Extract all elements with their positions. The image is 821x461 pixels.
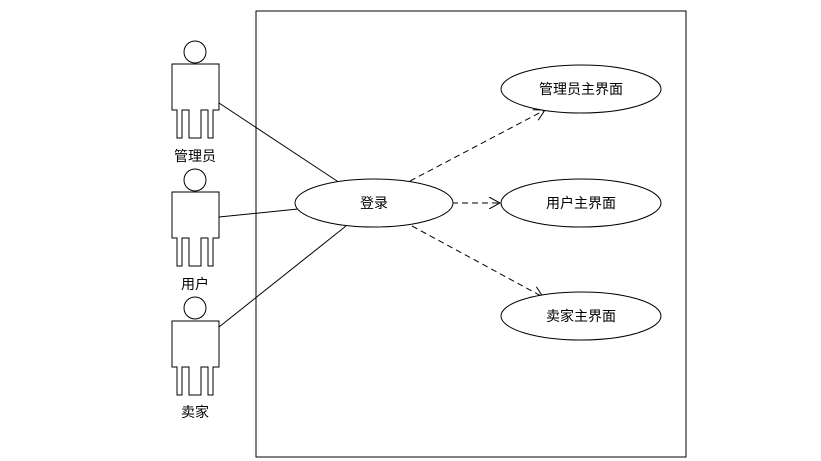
- use-case-seller-main: 卖家主界面: [500, 291, 662, 341]
- use-case-admin-main: 管理员主界面: [500, 64, 662, 114]
- actor-user-body-icon: [171, 191, 220, 267]
- use-case-login-label: 登录: [360, 196, 388, 212]
- actor-user: [171, 168, 220, 267]
- actor-seller: [171, 296, 220, 396]
- actor-admin-body-icon: [171, 63, 220, 139]
- actor-seller-body-icon: [171, 320, 220, 396]
- dependency-login-admin-main: [409, 110, 545, 182]
- actor-seller-head-icon: [183, 296, 207, 320]
- actor-admin-label: 管理员: [174, 149, 216, 165]
- actor-user-head-icon: [183, 168, 207, 192]
- use-case-seller-main-label: 卖家主界面: [546, 308, 616, 325]
- use-case-admin-main-label: 管理员主界面: [539, 82, 623, 98]
- actor-user-label: 用户: [181, 276, 209, 293]
- association-user-login: [218, 208, 299, 218]
- dependency-login-seller-main: [411, 225, 543, 297]
- actor-admin: [171, 40, 220, 139]
- use-case-user-main-label: 用户主界面: [546, 195, 616, 212]
- use-case-user-main: 用户主界面: [500, 178, 662, 228]
- use-case-login: 登录: [294, 178, 454, 228]
- association-seller-login: [218, 225, 347, 328]
- association-admin-login: [218, 102, 341, 184]
- system-boundary: [255, 10, 687, 458]
- actor-admin-head-icon: [183, 40, 207, 64]
- actor-seller-label: 卖家: [181, 404, 209, 421]
